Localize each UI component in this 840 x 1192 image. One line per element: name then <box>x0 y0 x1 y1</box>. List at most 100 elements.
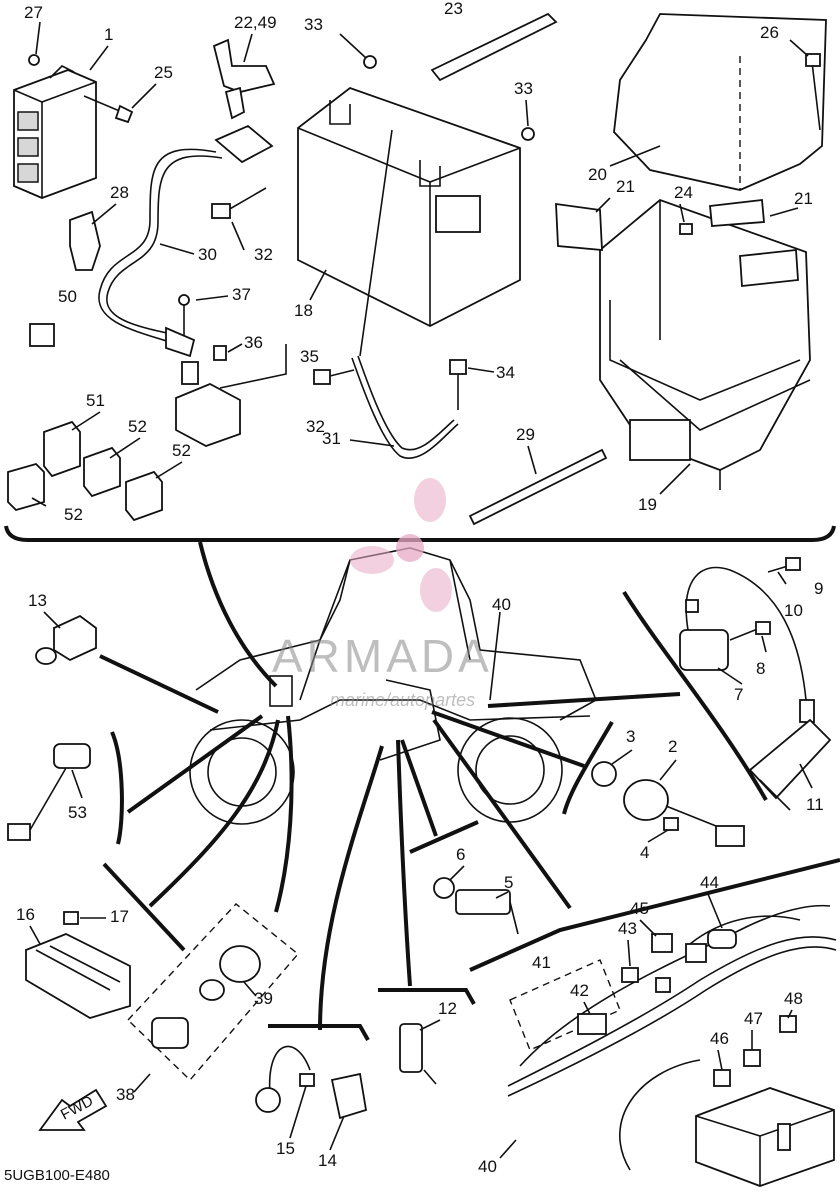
callout-label: 40 <box>478 1157 497 1176</box>
watermark-brand: ARMADA <box>272 630 493 682</box>
callout-label: 39 <box>254 989 273 1008</box>
nut-part-33a <box>363 55 377 69</box>
connector-50 <box>29 323 55 347</box>
vehicle-outline <box>189 547 598 825</box>
pad-21b <box>709 199 765 227</box>
callout-label: 23 <box>444 0 463 18</box>
callout-label: 45 <box>630 899 649 918</box>
fuse-46 <box>713 1069 731 1087</box>
bolt-part <box>83 95 134 124</box>
battery-box-cover <box>613 13 827 191</box>
callout-label: 33 <box>514 79 533 98</box>
o-ring <box>591 761 617 787</box>
callout-label: 26 <box>760 23 779 42</box>
connector-42 <box>577 1013 607 1035</box>
bolt-part-9 <box>767 557 801 573</box>
callout-label: 34 <box>496 363 515 382</box>
fuse-48 <box>779 1015 797 1033</box>
nut-part <box>28 54 40 66</box>
speed-sensor <box>7 743 91 841</box>
bolt-part-4 <box>663 817 679 831</box>
callout-label: 40 <box>492 595 511 614</box>
callout-label: 52 <box>128 417 147 436</box>
ignition-coil <box>679 566 815 723</box>
callout-label: 2 <box>668 737 677 756</box>
strap-part <box>430 12 558 82</box>
bracket-40 <box>469 858 840 972</box>
watermark-tagline: marine/autopartes <box>330 690 475 710</box>
bolt-part-8 <box>729 621 771 641</box>
pressure-switch <box>35 614 97 665</box>
callout-label: 47 <box>744 1009 763 1028</box>
watermark: ARMADA marine/autopartes <box>272 478 493 710</box>
callout-label: 32 <box>254 245 273 264</box>
callout-label: 6 <box>456 845 465 864</box>
callout-label: 13 <box>28 591 47 610</box>
callout-label: 53 <box>68 803 87 822</box>
nut-part-33b <box>521 127 535 141</box>
callout-label: 48 <box>784 989 803 1008</box>
pad-21a <box>555 202 603 251</box>
group-38 <box>127 903 300 1082</box>
callout-label: 32 <box>306 417 325 436</box>
callout-label: 1 <box>104 25 113 44</box>
ground-lead <box>351 129 459 459</box>
clamp-part-28 <box>69 210 101 271</box>
section-separator <box>4 525 836 542</box>
bracket-16 <box>102 862 186 952</box>
callout-label: 12 <box>438 999 457 1018</box>
connector-52a <box>83 446 121 498</box>
callout-label: 35 <box>300 347 319 366</box>
callout-label: 15 <box>276 1139 295 1158</box>
diagram-code: 5UGB100-E480 <box>4 1167 110 1184</box>
callout-label: 51 <box>86 391 105 410</box>
callout-label: 21 <box>794 189 813 208</box>
callout-label: 25 <box>154 63 173 82</box>
starter-relay <box>175 294 241 447</box>
bracket-2-4 <box>562 720 614 815</box>
callout-label: 38 <box>116 1085 135 1104</box>
callout-label: 28 <box>110 183 129 202</box>
pad-21c <box>739 249 799 287</box>
callout-leaders <box>29 21 813 1159</box>
callout-label: 21 <box>616 177 635 196</box>
callout-label: 3 <box>626 727 635 746</box>
fuse-box <box>695 1087 835 1187</box>
callout-label: 31 <box>322 429 341 448</box>
bolt-part-17 <box>63 911 79 925</box>
callout-label: 14 <box>318 1151 337 1170</box>
bolt-part-26 <box>805 53 821 131</box>
callout-label: 30 <box>198 245 217 264</box>
callout-label: 7 <box>734 685 743 704</box>
callout-label: 20 <box>588 165 607 184</box>
battery <box>297 86 521 328</box>
bolt-32b <box>313 369 331 385</box>
battery-cable <box>98 124 274 358</box>
bracket-5-6 <box>409 820 479 854</box>
callout-label: 44 <box>700 873 719 892</box>
callout-label: 22,49 <box>234 13 277 32</box>
callout-label: 8 <box>756 659 765 678</box>
temperature-sensor <box>623 779 745 847</box>
spark-plug <box>399 1023 437 1085</box>
callout-label: 41 <box>532 953 551 972</box>
leader-lines <box>99 541 681 1031</box>
bracket-12 <box>378 988 476 1005</box>
washer-part-6 <box>433 877 455 899</box>
group-41 <box>509 959 621 1051</box>
callout-label: 43 <box>618 919 637 938</box>
forward-direction-marker: FWD <box>38 1088 108 1131</box>
bolt-34 <box>449 359 467 375</box>
bracket-14-15 <box>268 1024 370 1041</box>
fuse-47 <box>743 1049 761 1067</box>
callout-label: 5 <box>504 873 513 892</box>
bracket-53 <box>110 731 124 845</box>
bracket-9-11 <box>622 590 768 801</box>
callout-label: 4 <box>640 843 649 862</box>
sensor-14 <box>255 1045 368 1120</box>
callout-label: 27 <box>24 3 43 22</box>
switch-assy-38 <box>151 945 261 1049</box>
bolt-part-32 <box>211 187 267 219</box>
rectifier-regulator <box>25 933 131 1019</box>
clamp-part <box>212 38 276 120</box>
